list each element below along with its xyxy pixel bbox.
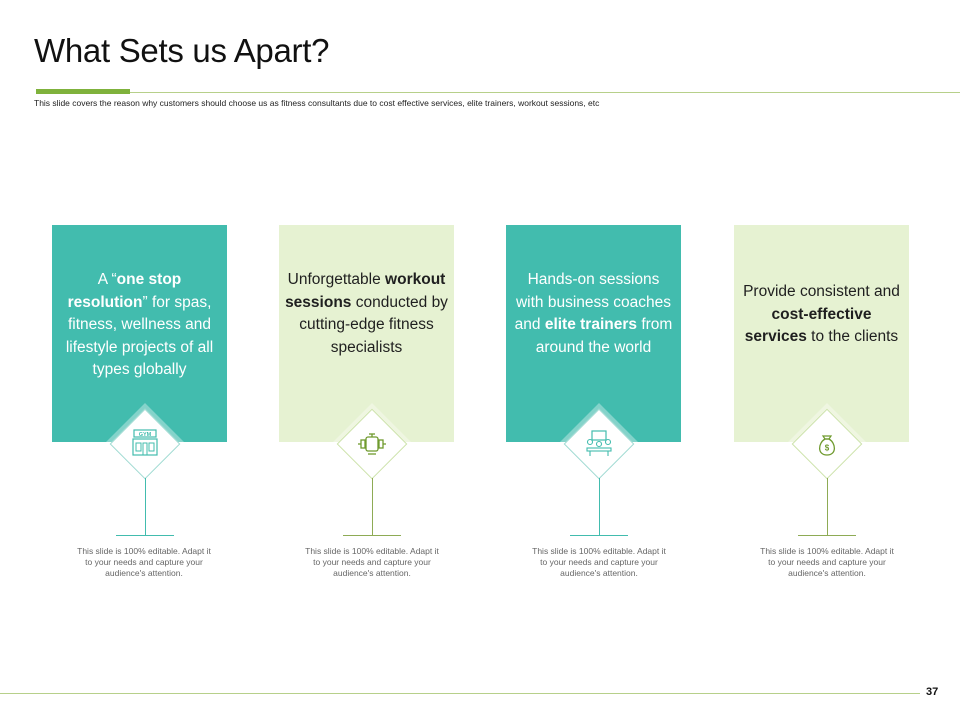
pin-base: [798, 535, 856, 536]
trainer-meeting-icon: [586, 430, 612, 456]
svg-text:$: $: [825, 444, 830, 453]
slide-subtitle: This slide covers the reason why custome…: [34, 98, 600, 108]
card-text-bold: one stop resolution: [67, 271, 182, 311]
footer-line: [0, 693, 920, 694]
card-text-segment: to the clients: [806, 328, 899, 345]
card-trainers: Hands-on sessions with business coaches …: [506, 225, 681, 442]
card-workout: Unforgettable workout sessions conducted…: [279, 225, 454, 442]
card-note: This slide is 100% editable. Adapt it to…: [760, 546, 894, 578]
card-text: A “one stop resolution” for spas, fitnes…: [58, 225, 221, 442]
card-text-segment: conducted by cutting-edge fitness specia…: [299, 293, 448, 356]
card-cost-effective: Provide consistent and cost-effective se…: [734, 225, 909, 442]
card-text-segment: from around the world: [535, 316, 673, 356]
card-note: This slide is 100% editable. Adapt it to…: [532, 546, 666, 578]
card-text-bold: workout sessions: [285, 271, 446, 311]
gym-building-icon: GYM: [132, 429, 158, 456]
card-text: Unforgettable workout sessions conducted…: [285, 225, 448, 442]
card-text-bold: elite trainers: [544, 316, 638, 333]
pin-base: [570, 535, 628, 536]
card-text: Hands-on sessions with business coaches …: [512, 225, 675, 442]
card-text-bold: cost-effective services: [744, 305, 872, 346]
page-number: 37: [926, 686, 939, 698]
money-bag-icon: $: [818, 435, 836, 456]
slide-title: What Sets us Apart?: [34, 32, 330, 69]
card-text-segment: Hands-on sessions with business coaches …: [514, 271, 672, 333]
card-one-stop: A “one stop resolution” for spas, fitnes…: [52, 225, 227, 442]
weight-machine-icon: [358, 433, 386, 455]
pin-base: [343, 535, 401, 536]
card-note: This slide is 100% editable. Adapt it to…: [77, 546, 211, 578]
title-divider-line: [130, 92, 960, 93]
pin-stem: [827, 478, 828, 536]
card-text-segment: A “: [97, 271, 117, 288]
pin-stem: [599, 478, 600, 536]
pin-base: [116, 535, 174, 536]
title-accent-bar: [36, 89, 130, 94]
pin-stem: [372, 478, 373, 536]
pin-stem: [145, 478, 146, 536]
card-text: Provide consistent and cost-effective se…: [740, 225, 903, 442]
card-note: This slide is 100% editable. Adapt it to…: [305, 546, 439, 578]
card-text-segment: Provide consistent and: [743, 283, 900, 300]
card-text-segment: ” for spas, fitness, wellness and lifest…: [65, 293, 214, 379]
svg-text:GYM: GYM: [139, 432, 152, 438]
card-text-segment: Unforgettable: [287, 271, 386, 288]
